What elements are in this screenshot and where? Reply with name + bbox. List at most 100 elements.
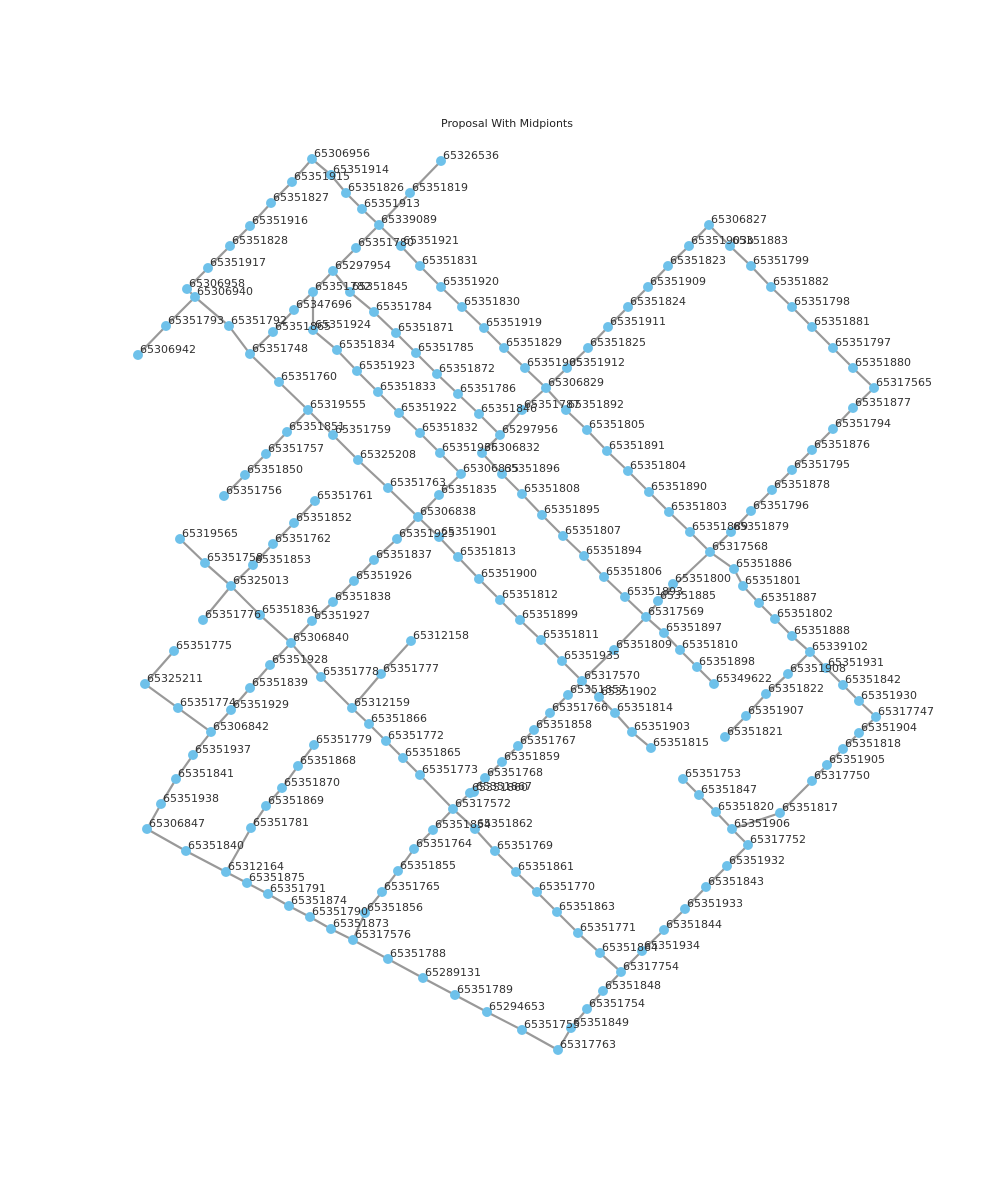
graph-node: [738, 581, 748, 591]
node-label: 65289131: [425, 966, 481, 979]
graph-node: [541, 383, 551, 393]
graph-node: [274, 377, 284, 387]
node-label: 65306835: [463, 462, 519, 475]
node-label: 65351764: [416, 837, 472, 850]
edge-line: [259, 614, 292, 644]
graph-node: [582, 1004, 592, 1014]
node-label: 65351936: [442, 441, 498, 454]
node-label: 65306840: [293, 631, 349, 644]
graph-node: [711, 807, 721, 817]
graph-node: [583, 343, 593, 353]
graph-node: [198, 615, 208, 625]
graph-node: [436, 282, 446, 292]
node-label: 65351781: [253, 816, 309, 829]
node-label: 65351793: [168, 314, 224, 327]
edge-line: [290, 642, 322, 678]
node-label: 65351756: [226, 484, 282, 497]
node-label: 65351922: [401, 401, 457, 414]
node-label: 65351777: [383, 662, 439, 675]
edge-line: [179, 538, 206, 564]
edge-line: [332, 434, 359, 461]
node-label: 65351772: [388, 729, 444, 742]
node-label: 65351892: [568, 398, 624, 411]
graph-node: [161, 321, 171, 331]
graph-node: [579, 551, 589, 561]
graph-node: [561, 405, 571, 415]
graph-node: [393, 866, 403, 876]
graph-node: [754, 598, 764, 608]
node-label: 65351835: [441, 483, 497, 496]
graph-node: [610, 708, 620, 718]
node-layer: [133, 154, 881, 1055]
node-label: 65351913: [364, 197, 420, 210]
node-label: 65312158: [413, 629, 469, 642]
graph-node: [495, 595, 505, 605]
graph-node: [418, 973, 428, 983]
edge-line: [230, 564, 254, 587]
graph-node: [848, 363, 858, 373]
node-label: 65351904: [861, 721, 917, 734]
graph-node: [513, 741, 523, 751]
edge-line: [378, 192, 411, 226]
node-label: 65351836: [262, 603, 318, 616]
graph-node: [432, 369, 442, 379]
graph-node: [720, 732, 730, 742]
graph-node: [767, 485, 777, 495]
node-label: 65351828: [232, 234, 288, 247]
node-label: 65351820: [718, 800, 774, 813]
graph-node: [582, 425, 592, 435]
node-label: 65351901: [441, 525, 497, 538]
node-label: 65351837: [376, 548, 432, 561]
node-label: 65351796: [753, 499, 809, 512]
node-label: 65351911: [610, 315, 666, 328]
node-label: 65351905: [829, 753, 885, 766]
graph-node: [173, 703, 183, 713]
node-label: 65351928: [272, 653, 328, 666]
edge-line: [387, 487, 419, 518]
node-label: 65351876: [814, 438, 870, 451]
edge-line: [499, 409, 523, 436]
node-label: 65351873: [333, 917, 389, 930]
node-label: 65351769: [497, 839, 553, 852]
node-label: 65351878: [774, 478, 830, 491]
node-label: 65351834: [339, 338, 395, 351]
graph-node: [644, 487, 654, 497]
graph-node: [308, 287, 318, 297]
edge-line: [641, 929, 665, 952]
graph-node: [261, 801, 271, 811]
graph-node: [351, 243, 361, 253]
graph-node: [169, 646, 179, 656]
node-label: 65351863: [559, 900, 615, 913]
node-label: 65351767: [520, 734, 576, 747]
node-label: 65351832: [422, 421, 478, 434]
graph-node: [668, 579, 678, 589]
node-label: 65351861: [518, 860, 574, 873]
graph-node: [807, 776, 817, 786]
node-label: 65351923: [359, 359, 415, 372]
edge-line: [144, 683, 179, 709]
node-label: 65351906: [734, 817, 790, 830]
node-label: 65317565: [876, 376, 932, 389]
node-label: 65351883: [732, 234, 788, 247]
edge-line: [351, 673, 382, 709]
edge-line: [486, 1011, 523, 1031]
graph-node: [692, 662, 702, 672]
graph-node: [436, 156, 446, 166]
node-label: 65351814: [617, 701, 673, 714]
graph-node: [482, 1007, 492, 1017]
node-label: 65351775: [176, 639, 232, 652]
node-label: 65351855: [400, 859, 456, 872]
graph-node: [705, 547, 715, 557]
node-label: 65351870: [284, 776, 340, 789]
graph-node: [203, 263, 213, 273]
node-label: 65351937: [195, 743, 251, 756]
graph-node: [497, 469, 507, 479]
graph-node: [766, 282, 776, 292]
node-label: 65351800: [675, 572, 731, 585]
edge-line: [779, 780, 813, 814]
graph-node: [490, 846, 500, 856]
node-label: 65351856: [367, 901, 423, 914]
edge-line: [272, 309, 295, 333]
graph-node: [310, 496, 320, 506]
node-label: 65351802: [777, 607, 833, 620]
